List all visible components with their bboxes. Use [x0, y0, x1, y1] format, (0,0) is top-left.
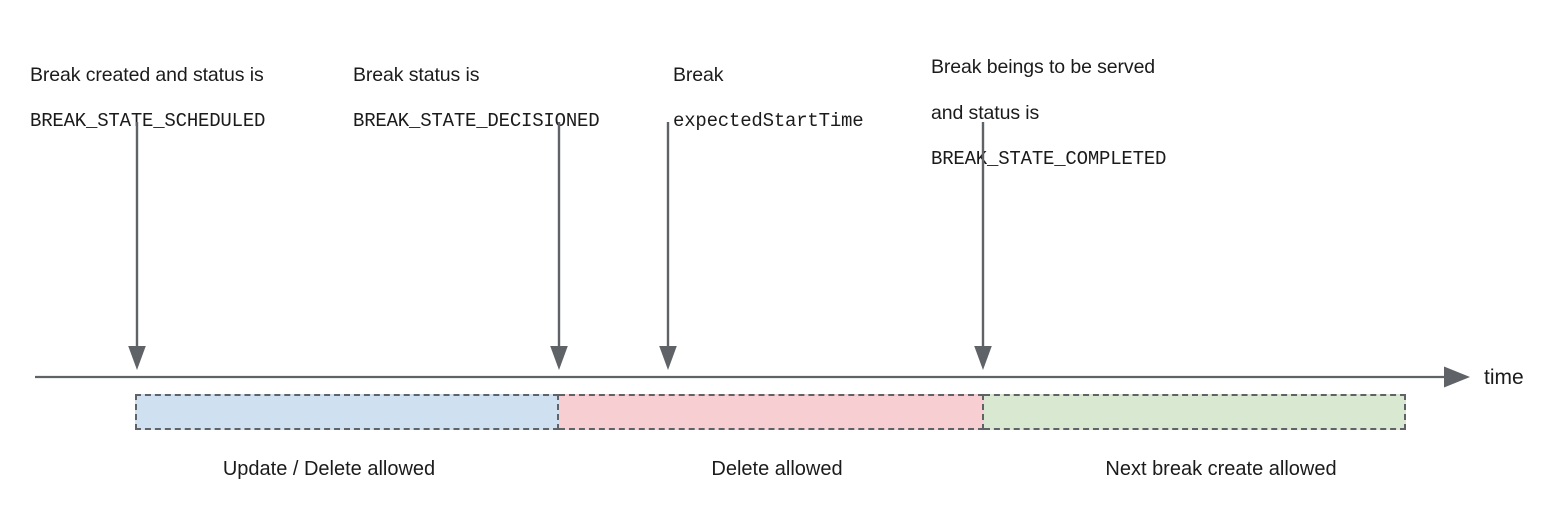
annotation-line: and status is [931, 101, 1040, 124]
annotation-line: Break status is [353, 63, 480, 86]
annotation-break-expected-start-time: Break expectedStartTime [673, 42, 864, 154]
annotation-break-created-scheduled: Break created and status is BREAK_STATE_… [30, 42, 265, 154]
phase-caption-delete-allowed: Delete allowed [711, 458, 843, 480]
axis-arrow-right-icon [1444, 366, 1470, 388]
annotation-line: Break created and status is [30, 63, 264, 86]
phase-caption-update-delete-allowed: Update / Delete allowed [222, 458, 436, 480]
axis-label-time: time [1484, 366, 1524, 389]
annotation-line: Break beings to be served [931, 55, 1156, 78]
phase-bar-next-break-create-allowed [984, 394, 1406, 430]
annotation-line: Break [673, 63, 724, 86]
annotation-line-code: BREAK_STATE_SCHEDULED [30, 109, 266, 132]
phase-bar-update-delete-allowed [135, 394, 559, 430]
annotation-line-code: BREAK_STATE_DECISIONED [353, 109, 600, 132]
annotation-line-code: expectedStartTime [673, 109, 864, 132]
annotation-break-decisioned: Break status is BREAK_STATE_DECISIONED [353, 42, 600, 154]
phase-bar-delete-allowed [559, 394, 984, 430]
annotation-line-code: BREAK_STATE_COMPLETED [931, 148, 1167, 171]
phase-caption-next-break-create-allowed: Next break create allowed [1105, 458, 1337, 480]
annotation-break-completed: Break beings to be served and status is … [931, 34, 1166, 193]
